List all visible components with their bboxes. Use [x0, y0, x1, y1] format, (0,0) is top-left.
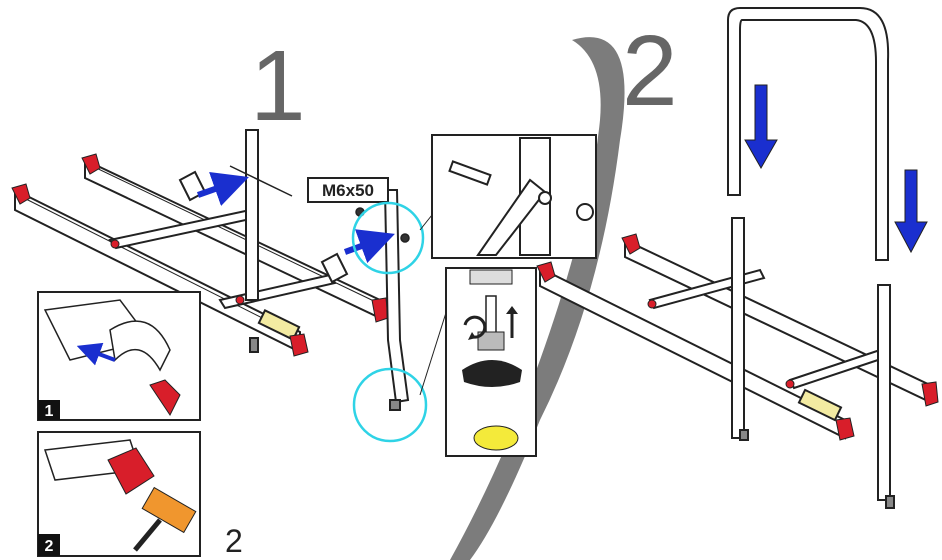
- left-upright-post: [245, 129, 259, 301]
- highlight-circles: [351, 201, 428, 443]
- bolt-hardware: [229, 165, 410, 243]
- inset-2-hammer: 2: [37, 431, 201, 557]
- right-rack-assembly: [539, 217, 931, 509]
- inset-1-clip: 1: [37, 291, 201, 421]
- down-arrow-icon: [744, 84, 928, 254]
- swoosh-divider: [450, 37, 625, 560]
- bolt-callout: M6x50: [307, 177, 389, 203]
- step-1-number: 1: [250, 30, 306, 142]
- bolt-size-label: M6x50: [322, 181, 374, 200]
- detail-inset-bolt: [431, 134, 597, 259]
- inset-2-number: 2: [45, 538, 54, 555]
- u-frame-bar: [727, 7, 890, 261]
- up-arrow-icon: [506, 306, 518, 338]
- inset-1-number: 1: [45, 403, 54, 420]
- highlight-top-joint: [351, 201, 425, 275]
- step-2-number: 2: [622, 15, 678, 127]
- loose-upright-post: [383, 189, 410, 411]
- rotate-arrow-icon: [463, 315, 487, 340]
- blue-insert-arrows: [197, 172, 395, 264]
- right-end-caps: [536, 233, 939, 441]
- yellow-tag: [473, 425, 519, 451]
- inset-2-side-number: 2: [225, 523, 243, 559]
- highlight-foot: [352, 367, 428, 443]
- hammer-icon: [133, 486, 197, 552]
- detail-inset-foot: [445, 267, 537, 457]
